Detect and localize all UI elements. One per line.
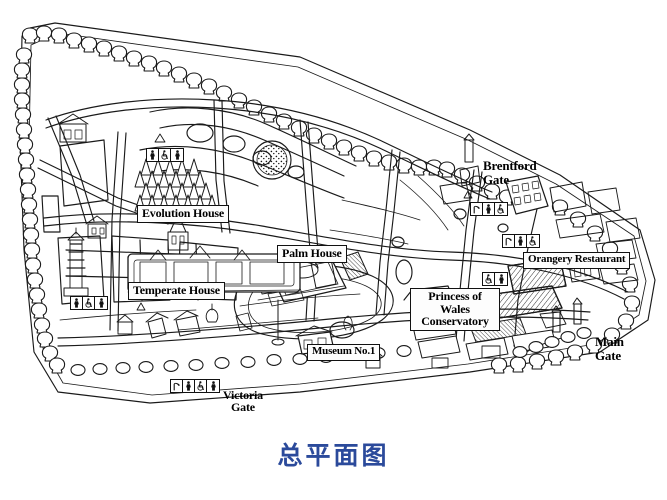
map-label-main-gate[interactable]: Main Gate <box>595 322 624 362</box>
wheelchair-icon[interactable] <box>83 297 95 309</box>
label-text: Princess of Wales Conservatory <box>421 289 489 329</box>
wheelchair-icon[interactable] <box>195 380 207 392</box>
icon-strip-temperate-west[interactable] <box>70 296 108 310</box>
icon-strip-brentford[interactable] <box>470 202 508 216</box>
label-text: Orangery Restaurant <box>528 253 626 265</box>
label-text: Museum No.1 <box>312 345 376 357</box>
icon-strip-orangery-north[interactable] <box>502 234 540 248</box>
restroom-icon[interactable] <box>207 380 219 392</box>
map-label-orangery-restaurant[interactable]: Orangery Restaurant <box>523 252 631 269</box>
label-text: Victoria Gate <box>223 388 263 415</box>
map-label-museum-no-1[interactable]: Museum No.1 <box>307 344 381 361</box>
label-text: Main Gate <box>595 334 624 363</box>
label-text: Temperate House <box>133 283 220 297</box>
icon-strip-princess[interactable] <box>482 272 508 286</box>
restroom-icon[interactable] <box>515 235 527 247</box>
icon-strip-victoria-gate[interactable] <box>170 379 220 393</box>
map-label-evolution-house[interactable]: Evolution House <box>137 205 230 223</box>
restroom-icon[interactable] <box>483 203 495 215</box>
wheelchair-icon[interactable] <box>483 273 495 285</box>
map-label-victoria-gate[interactable]: Victoria Gate <box>223 377 263 414</box>
map-label-temperate-house[interactable]: Temperate House <box>128 282 225 300</box>
label-text: Evolution House <box>142 206 225 220</box>
refreshments-icon[interactable] <box>503 235 515 247</box>
restroom-icon[interactable] <box>147 149 159 161</box>
map-label-palm-house[interactable]: Palm House <box>277 245 347 263</box>
wheelchair-icon[interactable] <box>527 235 539 247</box>
restroom-icon[interactable] <box>95 297 107 309</box>
map-label-brentford-gate[interactable]: Brentford Gate <box>483 146 537 186</box>
wheelchair-icon[interactable] <box>159 149 171 161</box>
map-label-princess-of-wales-conservatory[interactable]: Princess of Wales Conservatory <box>410 288 500 331</box>
restroom-icon[interactable] <box>183 380 195 392</box>
refreshments-icon[interactable] <box>171 380 183 392</box>
restroom-icon[interactable] <box>71 297 83 309</box>
wheelchair-icon[interactable] <box>495 203 507 215</box>
restroom-icon[interactable] <box>495 273 507 285</box>
label-text: Brentford Gate <box>483 158 537 187</box>
page-title: 总平面图 <box>0 436 667 472</box>
refreshments-icon[interactable] <box>471 203 483 215</box>
restroom-icon[interactable] <box>171 149 183 161</box>
label-text: Palm House <box>282 246 342 260</box>
page-title-text: 总平面图 <box>277 441 390 470</box>
icon-strip-evolution-north[interactable] <box>146 148 184 162</box>
